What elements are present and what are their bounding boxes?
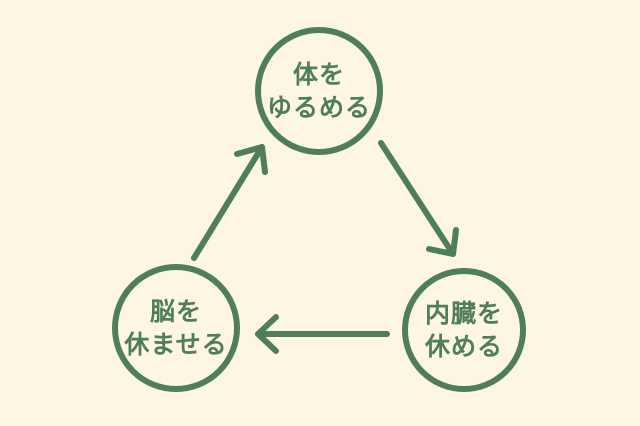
node-rest-brain-line1: 脳を bbox=[149, 297, 202, 326]
node-relax-body-line1: 体を bbox=[292, 60, 345, 89]
arrow-top-to-right bbox=[378, 140, 459, 257]
arrow-right-to-left bbox=[255, 314, 390, 354]
node-rest-organs-line2: 休める bbox=[424, 332, 503, 361]
node-rest-organs-line1: 内臓を bbox=[424, 299, 503, 328]
node-relax-body: 体を ゆるめる bbox=[255, 27, 383, 155]
node-rest-organs: 内臓を 休める bbox=[402, 268, 526, 392]
arrow-left-to-top bbox=[191, 144, 268, 261]
node-rest-brain: 脳を 休ませる bbox=[112, 264, 240, 392]
node-relax-body-line2: ゆるめる bbox=[266, 93, 371, 122]
node-rest-brain-line2: 休ませる bbox=[124, 330, 228, 359]
